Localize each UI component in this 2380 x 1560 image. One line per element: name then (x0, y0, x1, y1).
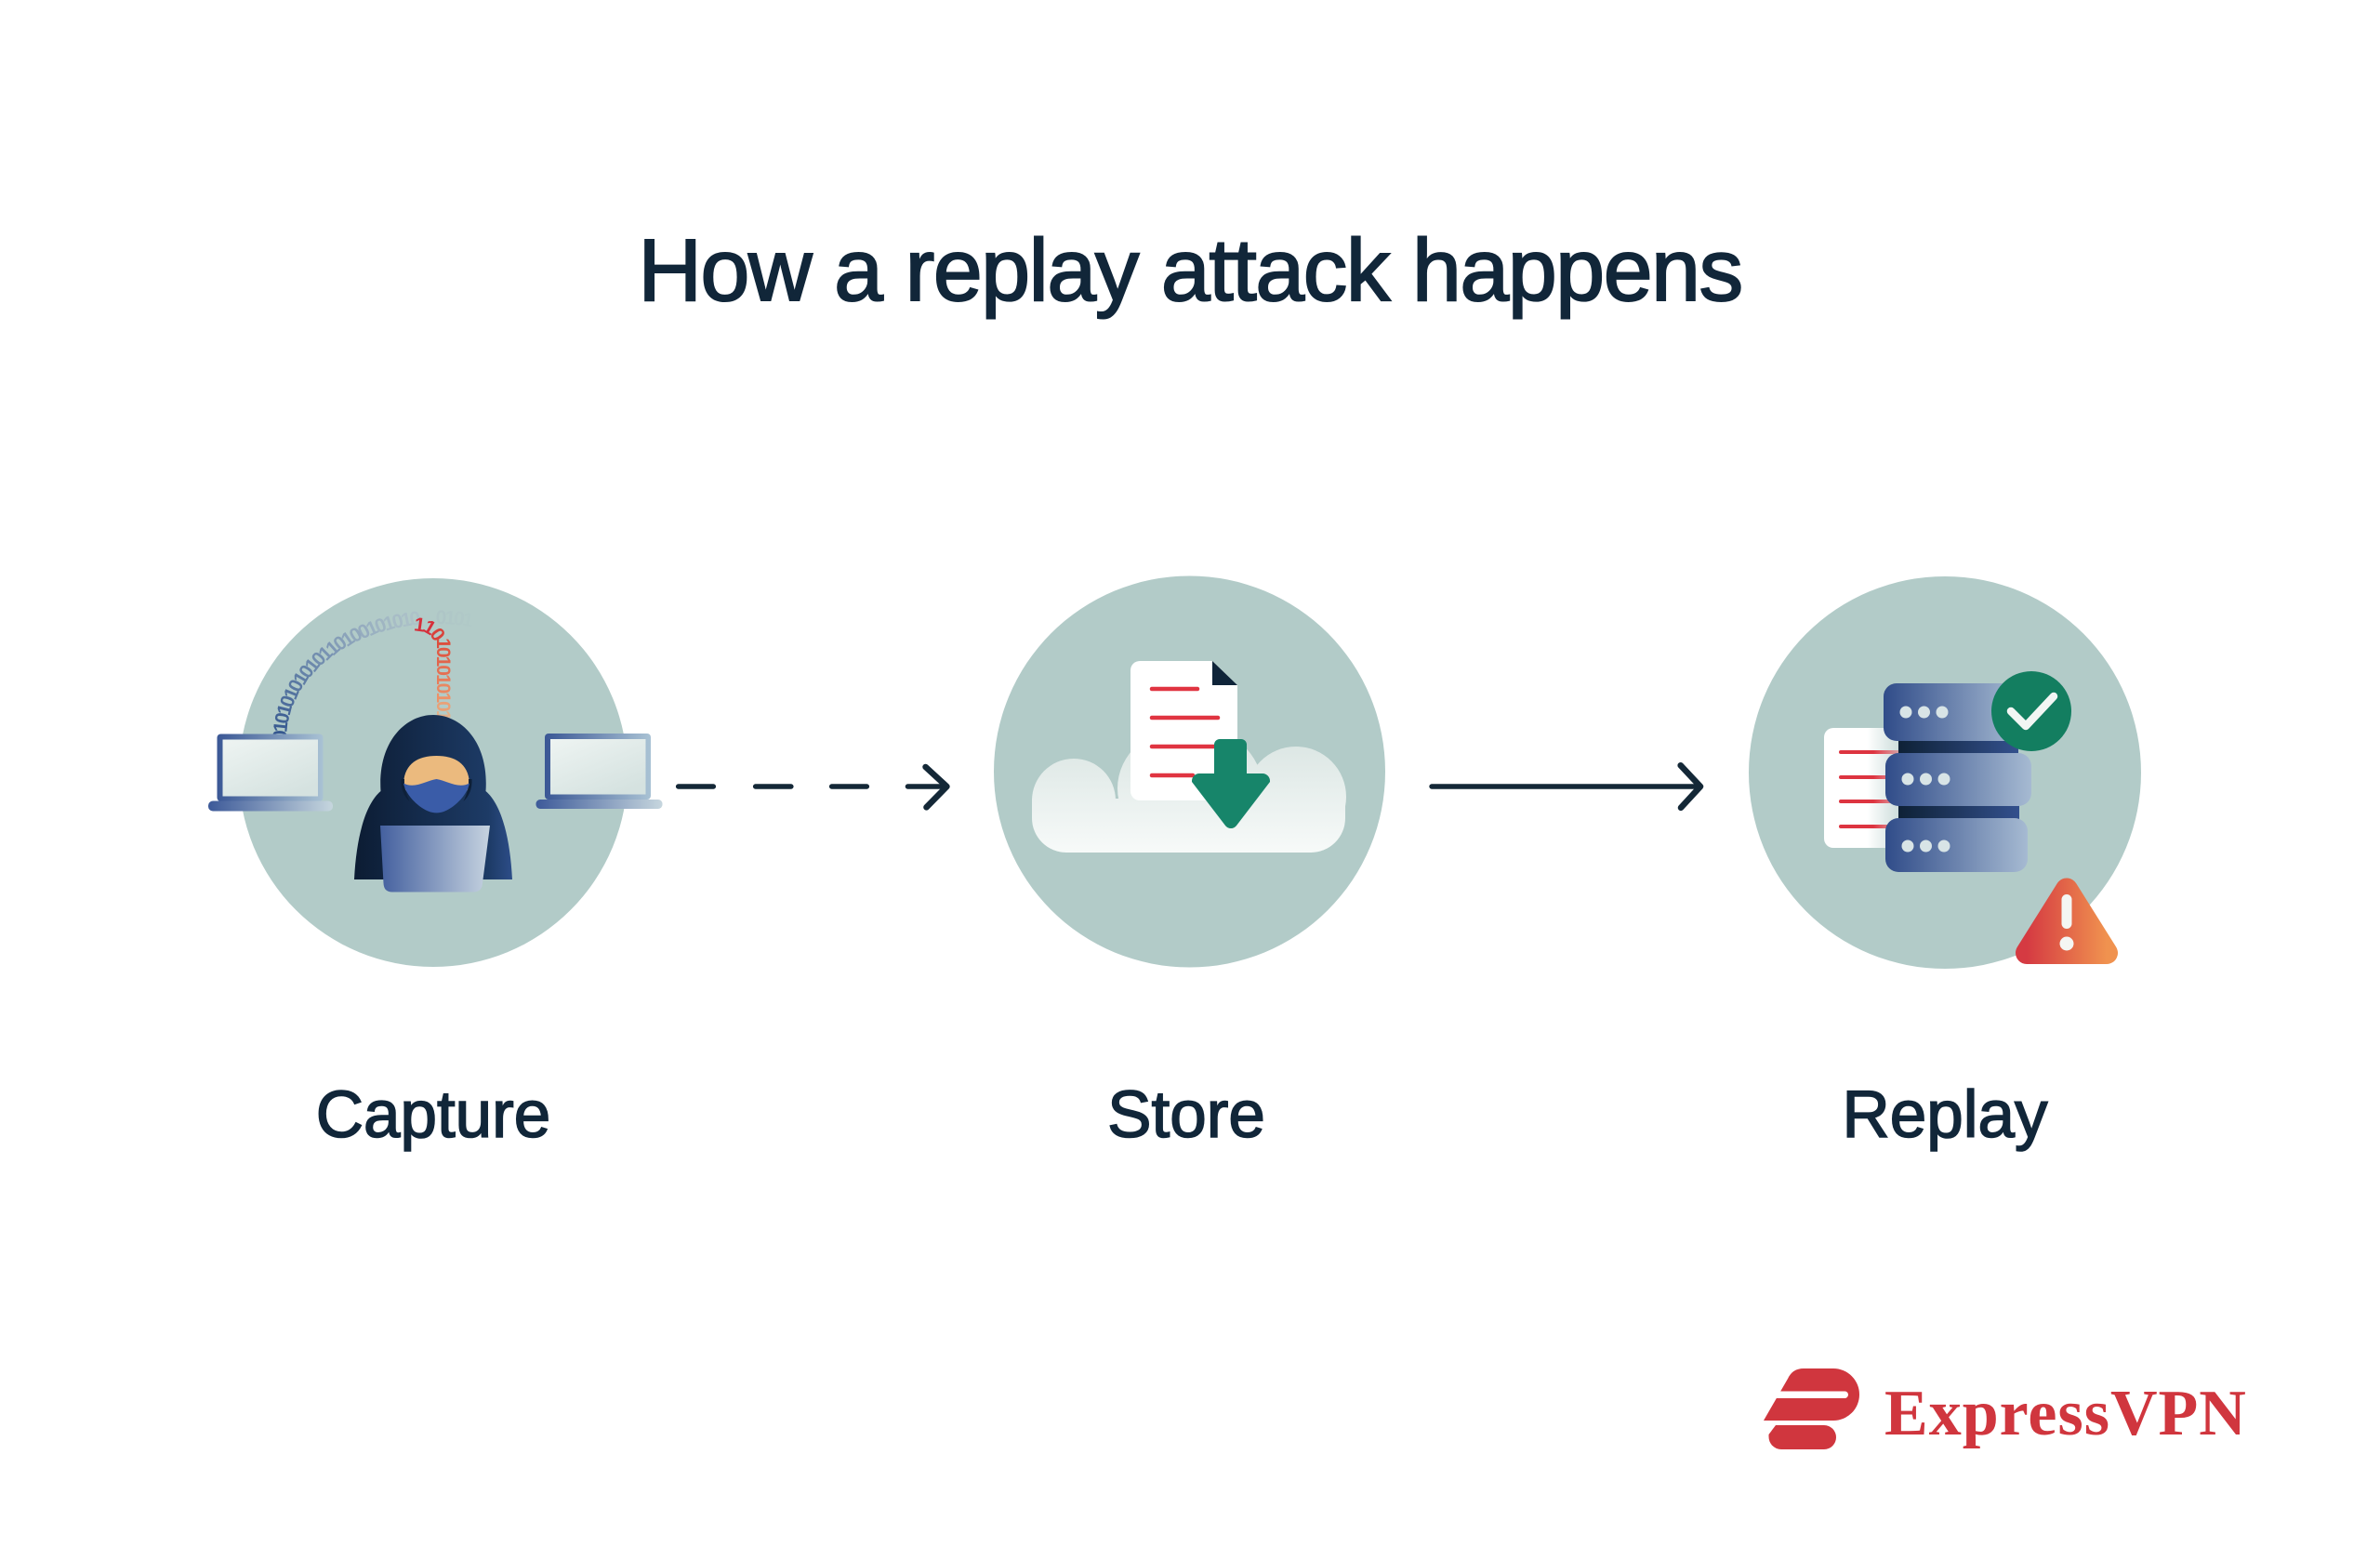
svg-text:1: 1 (460, 609, 475, 632)
svg-text:0: 0 (432, 701, 454, 712)
svg-text:1: 1 (432, 674, 454, 685)
svg-text:0: 0 (432, 665, 454, 676)
svg-text:1: 1 (270, 720, 292, 733)
svg-text:0: 0 (271, 711, 295, 726)
svg-text:Store: Store (1107, 1078, 1265, 1152)
svg-text:0: 0 (432, 683, 454, 694)
svg-text:1: 1 (432, 692, 454, 703)
svg-text:ExpressVPN: ExpressVPN (1884, 1378, 2247, 1449)
svg-text:1: 1 (432, 638, 454, 649)
svg-text:Capture: Capture (316, 1078, 551, 1152)
svg-text:0: 0 (435, 607, 446, 628)
svg-text:0: 0 (432, 647, 454, 658)
svg-text:Replay: Replay (1842, 1078, 2048, 1152)
svg-text:0: 0 (390, 610, 405, 633)
svg-text:1: 1 (443, 607, 456, 629)
svg-text:How a replay attack happens: How a replay attack happens (638, 221, 1741, 320)
svg-text:0: 0 (408, 608, 422, 630)
svg-text:0: 0 (452, 608, 466, 630)
svg-text:1: 1 (432, 656, 454, 668)
svg-text:1: 1 (399, 608, 414, 631)
svg-text:1: 1 (413, 614, 427, 636)
